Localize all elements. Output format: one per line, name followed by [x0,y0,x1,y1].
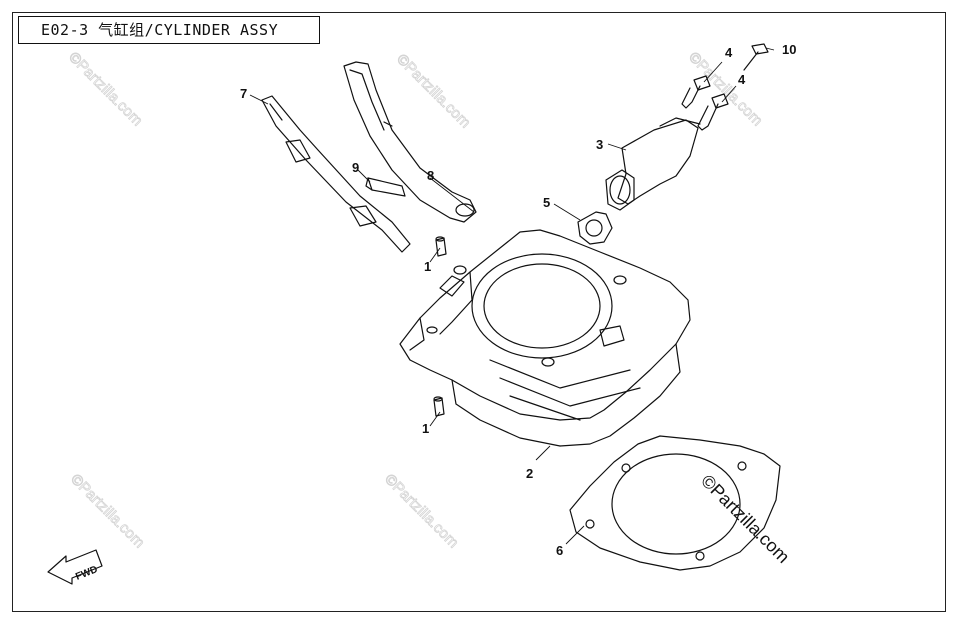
fwd-label: FWD [74,564,99,583]
watermark-text: ©Partzilla.com [67,471,148,552]
bolt-part-4 [681,75,711,109]
pin-part-9 [365,177,406,197]
callout-number: 6 [556,543,563,558]
watermark-text: ©Partzilla.com [381,471,462,552]
callout-number: 9 [352,160,359,175]
bolt-part-4 [697,93,729,131]
screw-part-10 [743,43,769,71]
watermark-group: ©Partzilla.com ©Partzilla.com ©Partzilla… [65,48,766,552]
leader-lines [249,47,775,545]
callout-number: 10 [782,42,796,57]
callout-number: 1 [424,259,431,274]
page-title: E02-3 气缸组/CYLINDER ASSY [18,16,320,44]
tensioner-guide-part-8 [343,61,477,223]
callout-number: 3 [596,137,603,152]
callout-number: 4 [725,45,733,60]
diagram-frame [12,12,946,612]
gasket-part-5 [577,211,613,245]
part-callouts: 1 1 2 3 4 4 5 6 7 8 9 10 [240,42,796,558]
callout-number: 4 [738,72,746,87]
callout-number: 1 [422,421,429,436]
callout-number: 2 [526,466,533,481]
watermark-large: ©Partzilla.com [697,471,793,567]
base-gasket-part-6 [569,435,781,571]
tensioner-part-3 [605,117,701,211]
dowel-pin-part-1 [433,396,445,417]
cylinder-block-part-2 [399,229,691,447]
watermark-text: ©Partzilla.com [65,49,146,130]
callout-number: 7 [240,86,247,101]
fwd-arrow-icon [47,549,103,585]
chain-guide-part-7 [261,95,411,253]
callout-number: 8 [427,168,434,183]
callout-number: 5 [543,195,550,210]
dowel-pin-part-1 [435,236,447,257]
watermark-text: ©Partzilla.com [393,51,474,132]
